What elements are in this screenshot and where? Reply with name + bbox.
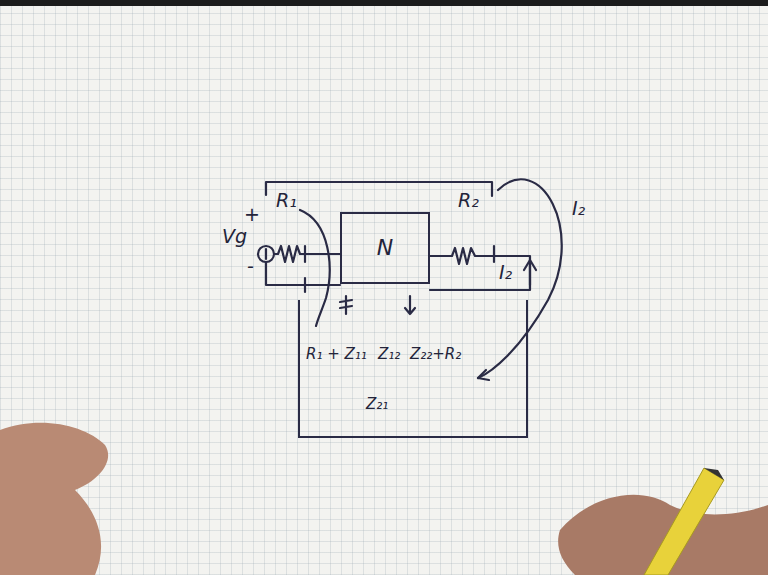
arrow-head [478, 370, 489, 380]
node-text: Z₁₂ [378, 346, 400, 363]
source-mark [265, 249, 267, 259]
hand [0, 423, 108, 575]
port-tick [304, 278, 306, 292]
port-tick [304, 246, 306, 262]
node-text: Z₂₂+R₂ [410, 346, 461, 363]
leader-line [300, 210, 330, 326]
source-name: Vg [222, 226, 247, 247]
current-label: I₂ [499, 262, 512, 283]
resistor-label: R₁ [276, 190, 297, 211]
leader-line [478, 179, 562, 378]
scribble [340, 296, 352, 314]
network-box: N [340, 212, 430, 284]
resistor-symbol [430, 248, 530, 290]
node-text: R₁ + Z₁₁ [306, 346, 367, 363]
polarity-sign: - [247, 256, 254, 277]
polarity-sign: + [244, 204, 260, 225]
current-label: I₂ [572, 198, 585, 219]
port-tick [493, 246, 495, 262]
marker [644, 468, 724, 575]
scribble [405, 296, 415, 314]
marker-tip [704, 468, 724, 480]
voltage-source [258, 246, 274, 262]
node-text: Z₂₁ [366, 396, 388, 413]
current-arrow [524, 260, 536, 285]
photo-edge [0, 0, 768, 6]
matrix-bracket: R₁ + Z₁₁ Z₁₂ Z₂₁ Z₂₂+R₂ [298, 300, 528, 438]
node-text: N [377, 236, 393, 260]
resistor-label: R₂ [458, 190, 479, 211]
